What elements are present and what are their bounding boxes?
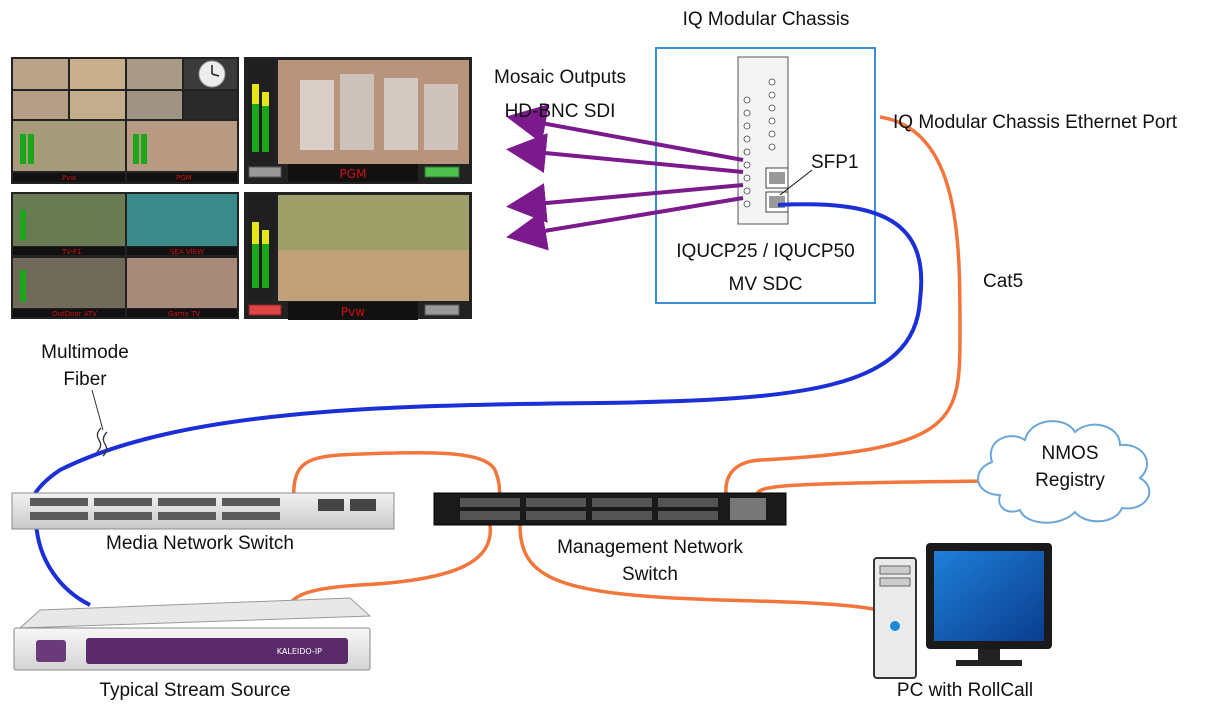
chassis-title: IQ Modular Chassis bbox=[682, 9, 850, 30]
management-network-switch bbox=[433, 492, 787, 526]
fiber-break-icon bbox=[91, 389, 108, 457]
registry-label: Registry bbox=[1035, 470, 1105, 491]
pc-label: PC with RollCall bbox=[896, 680, 1034, 701]
tile-label-outdoor: OutDoor ATV bbox=[52, 310, 97, 318]
pc-icon bbox=[873, 543, 1052, 679]
media-switch-label: Media Network Switch bbox=[106, 533, 294, 554]
tile-thumb bbox=[13, 59, 68, 89]
ethernet-port-label: IQ Modular Chassis Ethernet Port bbox=[893, 112, 1178, 133]
cat5-cable-chassis bbox=[724, 115, 962, 494]
tile-label-sea-view: SEA VIEW bbox=[170, 248, 204, 256]
multimode-label: Multimode bbox=[41, 342, 129, 363]
tile-label-game-tv: Game TV bbox=[168, 310, 200, 318]
fiber-cable-to-source bbox=[34, 521, 91, 607]
nmos-cloud-shape bbox=[977, 420, 1151, 524]
tile-label-tv-f1: TV-F1 bbox=[61, 248, 82, 256]
stream-source-label: Typical Stream Source bbox=[99, 680, 291, 701]
card-sub-label: MV SDC bbox=[728, 274, 803, 295]
hd-bnc-sdi-label: HD-BNC SDI bbox=[504, 101, 616, 122]
tile-label-pgm-big: PGM bbox=[340, 167, 367, 181]
cat5-cable-nmos bbox=[755, 479, 1001, 497]
media-network-switch bbox=[11, 492, 395, 530]
nmos-label: NMOS bbox=[1041, 443, 1099, 464]
chassis-card bbox=[737, 56, 789, 225]
stream-source-device: KALEIDO-IP bbox=[13, 597, 372, 671]
tile-thumb bbox=[127, 59, 182, 89]
mosaic-outputs-label: Mosaic Outputs bbox=[494, 67, 626, 88]
sdi-output-arrows bbox=[506, 104, 744, 251]
mosaic-display: Pvw PGM PGM TV-F1 SEA VIEW OutDoor ATV bbox=[11, 57, 472, 320]
cat5-cable-source bbox=[286, 524, 493, 609]
mgmt-switch-label: Management Network bbox=[557, 537, 743, 558]
tile-thumb bbox=[70, 59, 125, 89]
mgmt-switch-label-2: Switch bbox=[622, 564, 678, 585]
tile-label-pvw: Pvw bbox=[62, 174, 76, 182]
cat5-cable-media-mgmt bbox=[291, 450, 502, 513]
card-model-label: IQUCP25 / IQUCP50 bbox=[676, 241, 855, 262]
tile-label-pgm: PGM bbox=[176, 174, 192, 182]
fiber-cable bbox=[27, 202, 924, 522]
sfp1-leader-line bbox=[779, 169, 813, 196]
sfp1-label: SFP1 bbox=[811, 152, 859, 173]
cat5-label: Cat5 bbox=[983, 271, 1024, 292]
fiber-label: Fiber bbox=[63, 369, 107, 390]
tile-label-pvw-big: Pvw bbox=[341, 305, 365, 319]
kaleido-badge: KALEIDO-IP bbox=[277, 647, 322, 656]
cat5-cable-pc bbox=[518, 524, 879, 612]
